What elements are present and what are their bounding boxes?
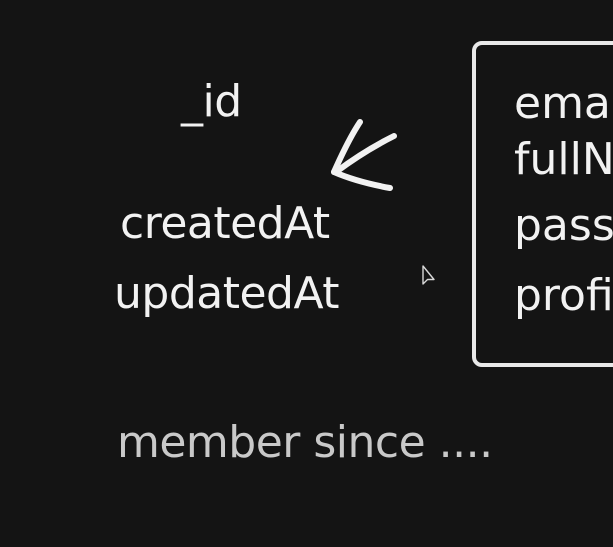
- box-field-fullname: fullN: [514, 134, 613, 185]
- box-field-profile: profi: [514, 270, 613, 321]
- created-at-label: createdAt: [120, 198, 330, 249]
- box-field-email: ema: [514, 78, 611, 129]
- hand-drawn-arrow-icon: [331, 119, 397, 191]
- fields-box: [472, 41, 613, 367]
- id-label: _id: [181, 76, 242, 127]
- updated-at-label: updatedAt: [114, 268, 340, 319]
- box-field-password: pass: [514, 200, 613, 251]
- member-since-note: member since ....: [117, 417, 493, 468]
- mouse-pointer-icon: [422, 265, 435, 285]
